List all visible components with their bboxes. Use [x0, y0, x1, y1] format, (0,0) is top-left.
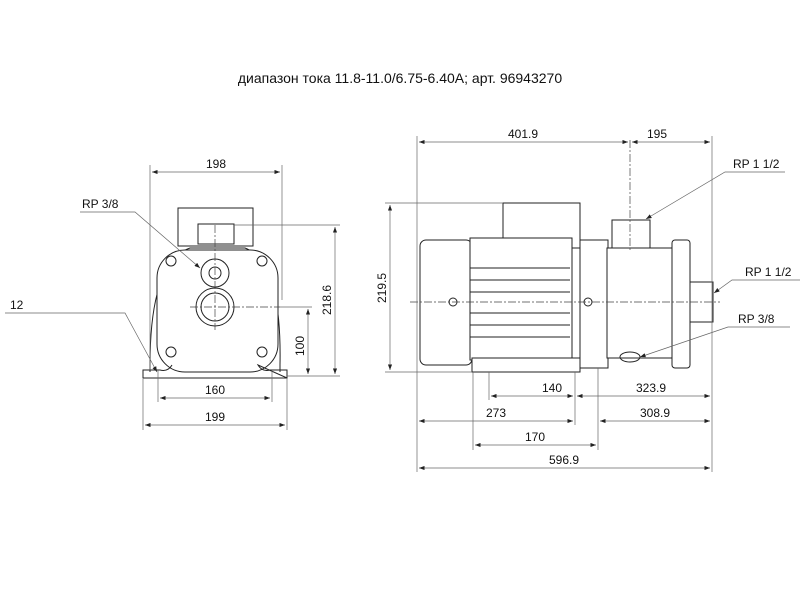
dim-596-9: 596.9: [549, 453, 579, 467]
dim-199: 199: [205, 410, 225, 424]
dim-170: 170: [525, 430, 545, 444]
pump-body: [156, 249, 279, 373]
dim-219-5: 219.5: [375, 273, 389, 303]
feet: [142, 363, 288, 379]
dim-308-9: 308.9: [640, 406, 670, 420]
front-view: 198 218.6 100 160 199 12 RP 3/8: [5, 157, 340, 430]
dim-198: 198: [206, 157, 226, 171]
bolt-icons: [165, 255, 268, 358]
dim-401-9: 401.9: [508, 127, 538, 141]
cooling-fins: [470, 267, 570, 338]
feet: [471, 357, 581, 373]
dim-195: 195: [647, 127, 667, 141]
fan-cover: [419, 239, 473, 366]
label-drain-side: RP 3/8: [738, 312, 775, 326]
pump-body: [606, 247, 673, 359]
dim-140: 140: [542, 381, 562, 395]
dim-12: 12: [10, 298, 24, 312]
dim-100: 100: [293, 336, 307, 356]
dim-273: 273: [486, 406, 506, 420]
outlet-port: [197, 223, 235, 245]
dim-160: 160: [205, 383, 225, 397]
label-outlet: RP 1 1/2: [733, 157, 780, 171]
drawing-title: диапазон тока 11.8-11.0/6.75-6.40A; арт.…: [237, 70, 563, 86]
label-drain-front: RP 3/8: [82, 197, 119, 211]
outlet-port: [611, 219, 651, 253]
terminal-box: [177, 207, 254, 247]
side-view: 401.9 195 219.5 140 323.9 273 308.9 170 …: [375, 127, 800, 472]
dim-323-9: 323.9: [636, 381, 666, 395]
dim-218-6: 218.6: [320, 285, 334, 315]
motor-body: [469, 237, 573, 361]
inlet-flange: [671, 239, 691, 369]
label-inlet: RP 1 1/2: [745, 265, 792, 279]
